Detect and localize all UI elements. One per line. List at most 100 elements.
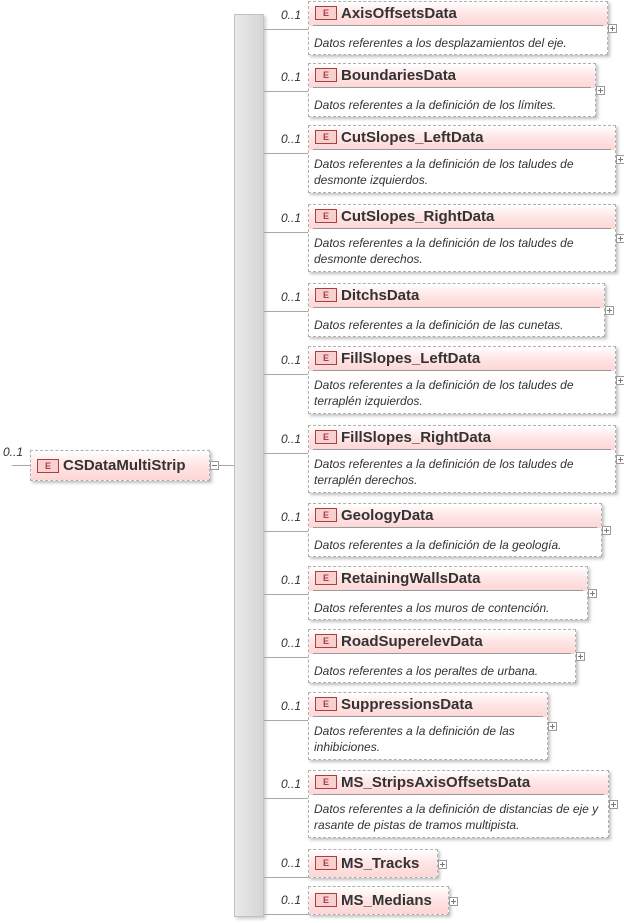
expand-icon[interactable]	[605, 306, 614, 315]
expand-icon[interactable]	[438, 860, 447, 869]
child-multiplicity: 0..1	[281, 8, 302, 22]
expand-icon[interactable]	[449, 897, 458, 906]
child-multiplicity: 0..1	[281, 856, 302, 870]
child-connector-line	[264, 531, 308, 532]
child-element-description: Datos referentes a la definición de dist…	[314, 802, 599, 832]
child-multiplicity: 0..1	[281, 211, 302, 225]
root-connector-line	[12, 465, 30, 466]
expand-icon[interactable]	[596, 86, 605, 95]
expand-icon[interactable]	[609, 800, 618, 809]
child-connector-line	[264, 798, 308, 799]
card-separator	[313, 653, 571, 654]
card-separator	[313, 370, 611, 371]
child-element-name: BoundariesData	[341, 67, 457, 84]
root-element-box[interactable]: E CSDataMultiStrip	[30, 450, 210, 481]
root-multiplicity: 0..1	[3, 445, 24, 459]
expand-icon[interactable]	[616, 155, 624, 164]
card-separator	[313, 716, 543, 717]
child-element-name: FillSlopes_LeftData	[341, 350, 481, 367]
element-badge-icon: E	[315, 508, 337, 522]
child-element-description: Datos referentes a la definición de los …	[314, 378, 574, 408]
child-element-description: Datos referentes a los muros de contenci…	[314, 601, 550, 615]
element-badge-icon: E	[315, 209, 337, 223]
child-multiplicity: 0..1	[281, 699, 302, 713]
card-separator	[313, 25, 603, 26]
child-element-name: RetainingWallsData	[341, 570, 481, 587]
element-badge-icon: E	[315, 430, 337, 444]
expand-icon[interactable]	[588, 589, 597, 598]
root-element-name: CSDataMultiStrip	[63, 457, 186, 474]
child-multiplicity: 0..1	[281, 636, 302, 650]
card-separator	[313, 228, 611, 229]
child-element-box[interactable]: E MS_Medians	[308, 886, 449, 915]
child-element-name: MS_StripsAxisOffsetsData	[341, 774, 531, 791]
expand-icon[interactable]	[616, 455, 624, 464]
element-badge-icon: E	[315, 893, 337, 907]
child-element-box[interactable]: E MS_Tracks	[308, 849, 438, 878]
child-element-name: DitchsData	[341, 287, 420, 304]
child-element-name: GeologyData	[341, 507, 434, 524]
child-connector-line	[264, 153, 308, 154]
child-connector-line	[264, 720, 308, 721]
expand-icon[interactable]	[548, 722, 557, 731]
child-multiplicity: 0..1	[281, 432, 302, 446]
child-element-name: CutSlopes_LeftData	[341, 129, 484, 146]
child-connector-line	[264, 374, 308, 375]
child-element-description: Datos referentes a los peraltes de urban…	[314, 664, 539, 678]
child-multiplicity: 0..1	[281, 353, 302, 367]
child-connector-line	[264, 232, 308, 233]
card-separator	[313, 794, 604, 795]
child-element-name: AxisOffsetsData	[341, 5, 457, 22]
root-collapse-icon[interactable]	[210, 461, 219, 470]
element-badge-icon: E	[37, 459, 59, 473]
child-connector-line	[264, 453, 308, 454]
card-separator	[313, 149, 611, 150]
element-badge-icon: E	[315, 571, 337, 585]
element-badge-icon: E	[315, 775, 337, 789]
child-element-description: Datos referentes a la definición de los …	[314, 236, 574, 266]
child-element-name: MS_Medians	[341, 892, 432, 909]
child-element-description: Datos referentes a los desplazamientos d…	[314, 36, 567, 50]
child-multiplicity: 0..1	[281, 777, 302, 791]
child-element-name: MS_Tracks	[341, 855, 420, 872]
child-connector-line	[264, 914, 308, 915]
child-connector-line	[264, 29, 308, 30]
element-badge-icon: E	[315, 6, 337, 20]
element-badge-icon: E	[315, 130, 337, 144]
child-connector-line	[264, 877, 308, 878]
child-element-name: FillSlopes_RightData	[341, 429, 492, 446]
child-multiplicity: 0..1	[281, 132, 302, 146]
sequence-bar	[234, 14, 264, 917]
element-badge-icon: E	[315, 856, 337, 870]
child-element-description: Datos referentes a la definición de las …	[314, 724, 515, 754]
expand-icon[interactable]	[616, 376, 624, 385]
child-connector-line	[264, 657, 308, 658]
element-badge-icon: E	[315, 351, 337, 365]
child-connector-line	[264, 311, 308, 312]
expand-icon[interactable]	[608, 24, 617, 33]
card-separator	[313, 527, 597, 528]
expand-icon[interactable]	[602, 526, 611, 535]
root-to-compositor-line	[219, 465, 241, 466]
element-badge-icon: E	[315, 697, 337, 711]
expand-icon[interactable]	[616, 234, 624, 243]
expand-icon[interactable]	[576, 652, 585, 661]
child-multiplicity: 0..1	[281, 893, 302, 907]
element-badge-icon: E	[315, 68, 337, 82]
child-multiplicity: 0..1	[281, 510, 302, 524]
child-element-description: Datos referentes a la definición de los …	[314, 457, 574, 487]
child-element-description: Datos referentes a la definición de los …	[314, 98, 557, 112]
child-element-name: RoadSuperelevData	[341, 633, 483, 650]
